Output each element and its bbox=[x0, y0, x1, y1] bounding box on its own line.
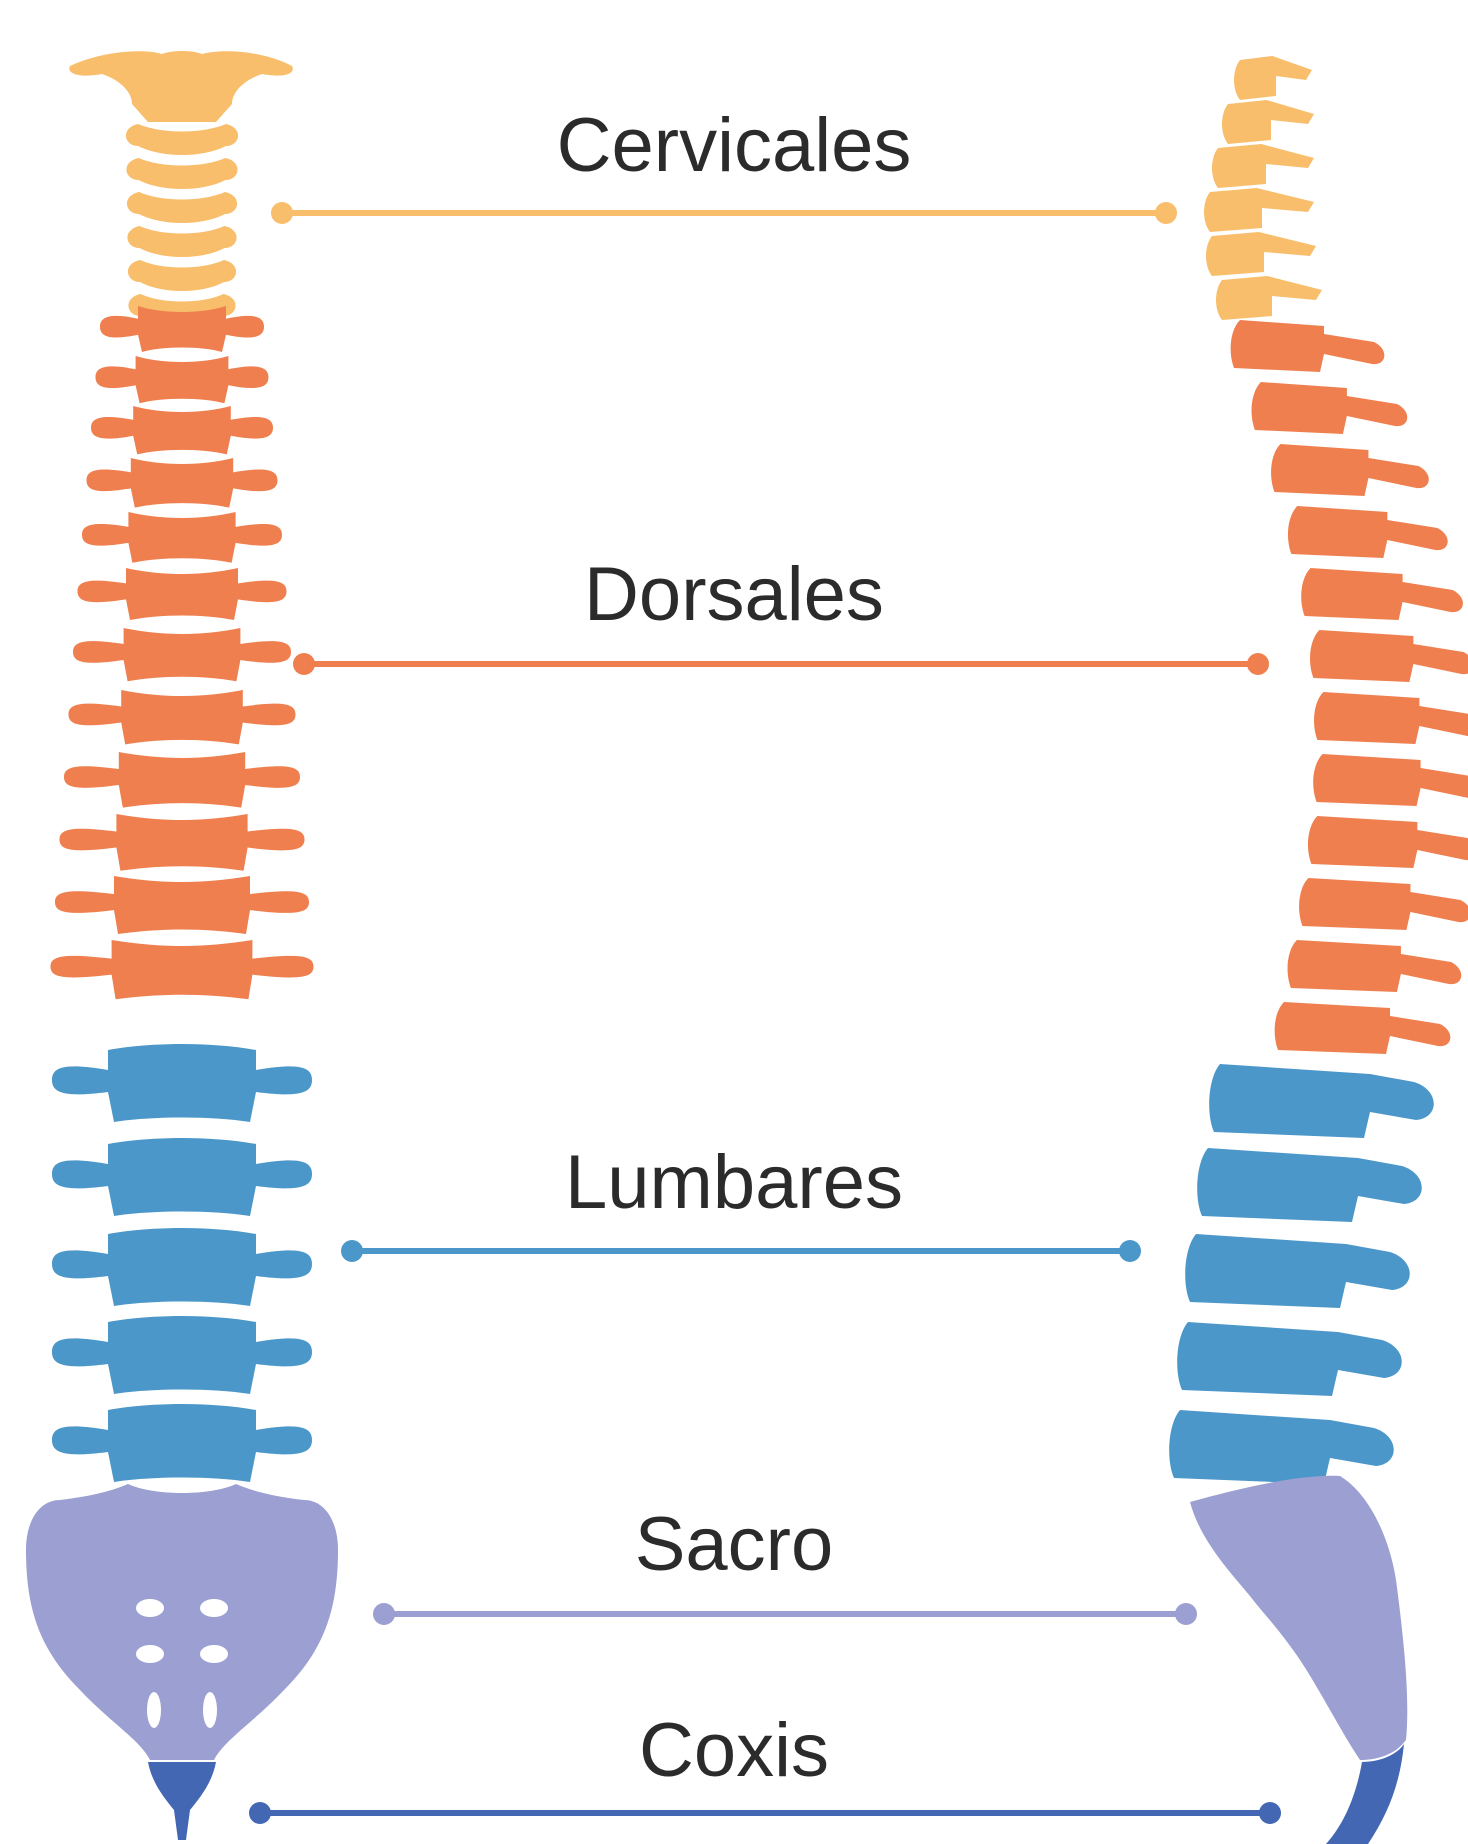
sacrum bbox=[26, 1484, 338, 1760]
dorsal-vertebra-side bbox=[1313, 754, 1468, 806]
dorsal-vertebra bbox=[91, 406, 273, 454]
spine-front-view bbox=[26, 51, 338, 1840]
dorsal-vertebra-side bbox=[1299, 878, 1468, 930]
lumbar-vertebra bbox=[52, 1044, 312, 1122]
lumbar-vertebra bbox=[52, 1138, 312, 1216]
lumbar-vertebra-side bbox=[1185, 1234, 1410, 1308]
lumbar-vertebra-side bbox=[1197, 1148, 1422, 1222]
region-connectors bbox=[249, 202, 1281, 1824]
dorsal-vertebra bbox=[69, 690, 296, 744]
dorsal-vertebra bbox=[82, 512, 282, 563]
cervical-vertebra bbox=[127, 226, 236, 257]
sacral-foramen bbox=[147, 1692, 161, 1728]
cervical-vertebra-side bbox=[1206, 232, 1316, 276]
cervical-vertebra-side bbox=[1212, 144, 1314, 188]
dorsal-vertebra-side bbox=[1271, 444, 1429, 496]
cervical-vertebra-side bbox=[1222, 100, 1314, 144]
dorsal-vertebra bbox=[87, 458, 278, 508]
dorsal-vertebra-side bbox=[1231, 320, 1385, 372]
dorsal-vertebra bbox=[78, 568, 287, 620]
sacral-foramen bbox=[136, 1645, 164, 1663]
cervical-vertebra-side bbox=[1234, 56, 1312, 100]
spine-side-view bbox=[1169, 56, 1468, 1844]
coccyx bbox=[148, 1762, 216, 1840]
connector-dot-cervicales bbox=[1155, 202, 1177, 224]
sacral-foramen bbox=[200, 1645, 228, 1663]
lumbar-vertebra bbox=[52, 1316, 312, 1394]
sacrum-side bbox=[1190, 1476, 1407, 1760]
connector-dot-lumbares bbox=[1119, 1240, 1141, 1262]
connector-dot-coxis bbox=[249, 1802, 271, 1824]
cervical-vertebra-side bbox=[1216, 276, 1322, 320]
lumbar-vertebra-side bbox=[1209, 1064, 1434, 1138]
dorsal-vertebra bbox=[51, 940, 314, 999]
sacral-foramen bbox=[136, 1599, 164, 1617]
lumbar-vertebra bbox=[52, 1404, 312, 1482]
dorsal-vertebra-side bbox=[1275, 1002, 1451, 1054]
dorsal-vertebra bbox=[64, 752, 300, 808]
cervical-vertebra bbox=[126, 124, 238, 155]
dorsal-vertebra-side bbox=[1288, 940, 1462, 992]
connector-dot-sacro bbox=[373, 1603, 395, 1625]
lumbar-vertebra bbox=[52, 1228, 312, 1306]
connector-dot-sacro bbox=[1175, 1603, 1197, 1625]
dorsal-vertebra bbox=[73, 628, 291, 681]
sacral-foramen bbox=[200, 1599, 228, 1617]
dorsal-vertebra-side bbox=[1301, 568, 1463, 620]
cervical-vertebra bbox=[128, 260, 236, 291]
connector-dot-dorsales bbox=[293, 653, 315, 675]
dorsal-vertebra bbox=[60, 814, 305, 871]
dorsal-vertebra bbox=[100, 306, 264, 352]
sacral-foramen bbox=[203, 1692, 217, 1728]
connector-dot-coxis bbox=[1259, 1802, 1281, 1824]
dorsal-vertebra-side bbox=[1308, 816, 1468, 868]
connector-dot-lumbares bbox=[341, 1240, 363, 1262]
cervical-vertebra-side bbox=[1204, 188, 1314, 232]
dorsal-vertebra-side bbox=[1288, 506, 1448, 558]
dorsal-vertebra-side bbox=[1310, 630, 1468, 682]
lumbar-vertebra-side bbox=[1177, 1322, 1402, 1396]
dorsal-vertebra bbox=[96, 356, 269, 403]
cervical-vertebra-atlas bbox=[69, 51, 292, 122]
dorsal-vertebra bbox=[55, 876, 309, 934]
connector-dot-dorsales bbox=[1247, 653, 1269, 675]
dorsal-vertebra-side bbox=[1314, 692, 1468, 744]
cervical-vertebra bbox=[127, 192, 237, 223]
lumbar-vertebra-side bbox=[1169, 1410, 1394, 1484]
dorsal-vertebra-side bbox=[1252, 382, 1408, 434]
connector-dot-cervicales bbox=[271, 202, 293, 224]
cervical-vertebra bbox=[126, 158, 237, 189]
